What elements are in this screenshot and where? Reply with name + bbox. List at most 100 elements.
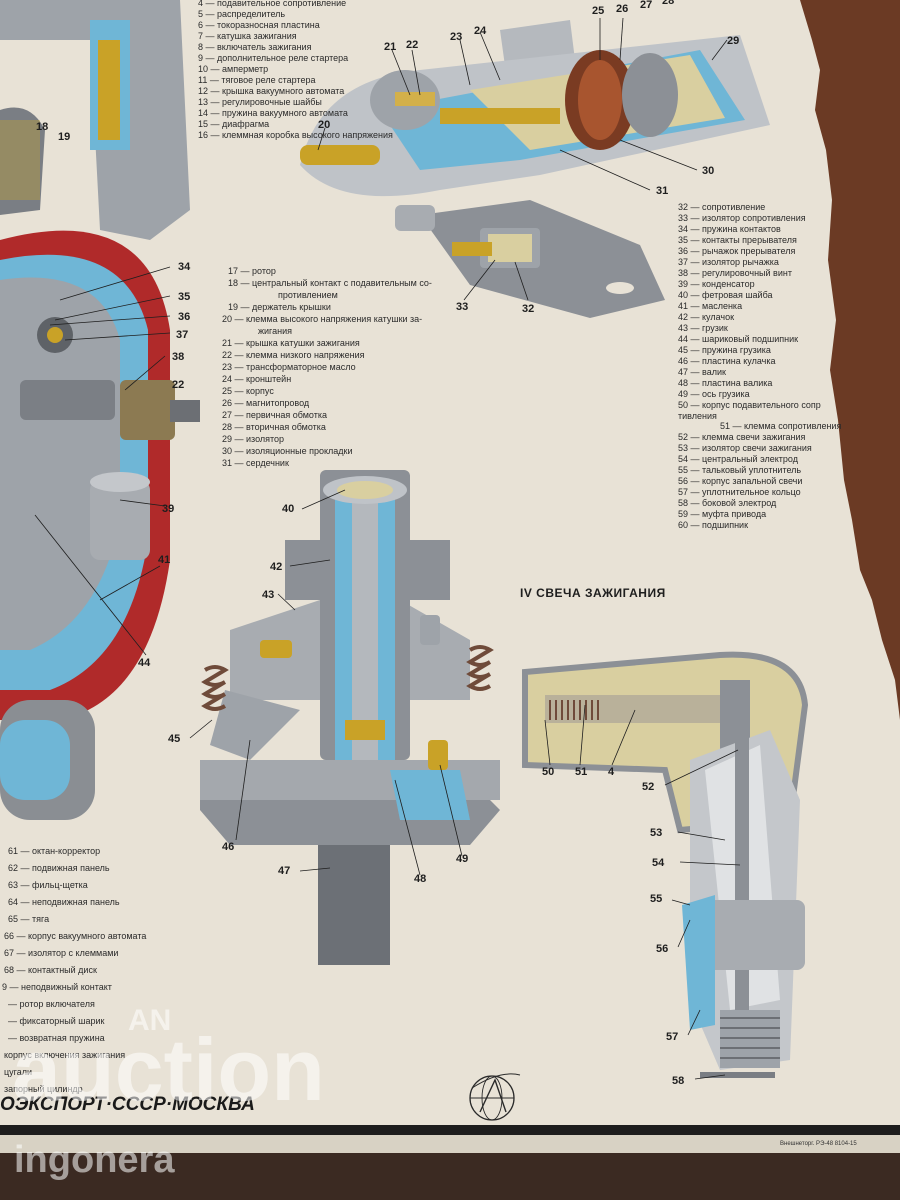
legend-item: 67 — изолятор с клеммами (4, 948, 118, 958)
legend-item: 13 — регулировочные шайбы (198, 97, 322, 107)
callout-number: 46 (222, 841, 234, 853)
legend-item: 59 — муфта привода (678, 509, 766, 519)
legend-item: 20 — клемма высокого напряжения катушки … (222, 314, 422, 324)
legend-item: 6 — токоразносная пластина (198, 20, 320, 30)
legend-item: 58 — боковой электрод (678, 498, 777, 508)
legend-top: 4 — подавительное сопротивление 5 — расп… (198, 0, 393, 140)
legend-item: 21 — крышка катушки зажигания (222, 338, 360, 348)
callout-number: 44 (138, 657, 151, 669)
legend-item: 24 — кронштейн (222, 374, 291, 384)
callout-number: 31 (656, 185, 668, 197)
legend-item: 11 — тяговое реле стартера (198, 75, 315, 85)
legend-item: 30 — изоляционные прокладки (222, 446, 353, 456)
legend-item: 9 — неподвижный контакт (2, 982, 112, 992)
legend-item: 35 — контакты прерывателя (678, 235, 797, 245)
callout-number: 40 (282, 503, 294, 515)
legend-item: — возвратная пружина (8, 1033, 105, 1043)
callout-number: 25 (592, 5, 604, 17)
watermark-line: ingonera (14, 1139, 175, 1181)
callout-number: 55 (650, 893, 662, 905)
legend-right: 32 — сопротивление 33 — изолятор сопроти… (678, 202, 841, 530)
legend-item: 44 — шариковый подшипник (678, 334, 798, 344)
callout-number: 24 (474, 25, 487, 37)
legend-item: 38 — регулировочный винт (678, 268, 792, 278)
callout-number: 50 (542, 766, 554, 778)
callout-number: 22 (406, 39, 418, 51)
callout-number: 53 (650, 827, 662, 839)
ignition-coil-illustration (300, 20, 770, 318)
legend-item: 23 — трансформаторное масло (222, 362, 356, 372)
legend-item: 52 — клемма свечи зажигания (678, 432, 806, 442)
legend-item: 28 — вторичная обмотка (222, 422, 326, 432)
legend-item: 25 — корпус (222, 386, 274, 396)
legend-item: 8 — включатель зажигания (198, 42, 312, 52)
callout-number: 27 (640, 0, 652, 11)
callout-number: 37 (176, 329, 188, 341)
legend-item: 41 — масленка (678, 301, 742, 311)
legend-item: 65 — тяга (8, 914, 49, 924)
legend-item: 53 — изолятор свечи зажигания (678, 443, 812, 453)
callout-number: 48 (414, 873, 426, 885)
callout-number: 4 (608, 766, 615, 778)
callout-number: 58 (672, 1075, 684, 1087)
callout-number: 54 (652, 857, 665, 869)
callout-number: 18 (36, 121, 48, 133)
callout-number: 49 (456, 853, 468, 865)
callout-number: 47 (278, 865, 290, 877)
legend-item: 12 — крышка вакуумного автомата (198, 86, 344, 96)
cam-assembly-illustration (200, 470, 500, 965)
legend-item: тивления (678, 411, 717, 421)
legend-item: 16 — клеммная коробка высокого напряжени… (198, 130, 393, 140)
legend-item: 66 — корпус вакуумного автомата (4, 931, 146, 941)
watermark-line: auction (12, 1020, 325, 1119)
legend-item: 39 — конденсатор (678, 279, 755, 289)
callout-number: 43 (262, 589, 274, 601)
legend-item: 55 — тальковый уплотнитель (678, 465, 801, 475)
legend-item: 49 — ось грузика (678, 389, 750, 399)
legend-item: 29 — изолятор (222, 434, 284, 444)
legend-item: 22 — клемма низкого напряжения (222, 350, 365, 360)
legend-item: 51 — клемма сопротивления (720, 421, 841, 431)
legend-item: 56 — корпус запальной свечи (678, 476, 802, 486)
legend-item: 26 — магнитопровод (222, 398, 310, 408)
legend-item: 4 — подавительное сопротивление (198, 0, 346, 8)
legend-item: 27 — первичная обмотка (222, 410, 327, 420)
globe-logo-icon (469, 1073, 521, 1121)
legend-item: 5 — распределитель (198, 9, 285, 19)
legend-item: 34 — пружина контактов (678, 224, 781, 234)
callout-number: 56 (656, 943, 668, 955)
callout-number: 32 (522, 303, 534, 315)
callout-number: 29 (727, 35, 739, 47)
auction-watermark: AN auction ingonera (12, 1004, 325, 1181)
legend-item: запорный цилиндр (4, 1084, 83, 1094)
legend-bottom: 61 — октан-корректор 62 — подвижная пане… (2, 846, 146, 1094)
callout-number: 38 (172, 351, 184, 363)
callout-number: 28 (662, 0, 674, 7)
publisher-imprint: ОЭКСПОРТ·СССР·МОСКВА (0, 1094, 255, 1115)
callout-number: 23 (450, 31, 462, 43)
callout-number: 45 (168, 733, 180, 745)
legend-item: 68 — контактный диск (4, 965, 97, 975)
callout-number: 51 (575, 766, 587, 778)
legend-item: жигания (258, 326, 292, 336)
callout-number: 34 (178, 261, 191, 273)
callout-number: 30 (702, 165, 714, 177)
callout-number: 36 (178, 311, 190, 323)
legend-item: 19 — держатель крышки (228, 302, 331, 312)
legend-item: 15 — диафрагма (198, 119, 269, 129)
legend-item: 31 — сердечник (222, 458, 289, 468)
legend-item: 60 — подшипник (678, 520, 748, 530)
callout-number: 57 (666, 1031, 678, 1043)
legend-item: 40 — фетровая шайба (678, 290, 773, 300)
legend-item: 7 — катушка зажигания (198, 31, 297, 41)
legend-item: 18 — центральный контакт с подавительным… (228, 278, 432, 288)
leader-lines (34, 17, 741, 1080)
legend-item: 45 — пружина грузика (678, 345, 771, 355)
callout-number: 21 (384, 41, 396, 53)
section-title: IV СВЕЧА ЗАЖИГАНИЯ (520, 586, 666, 600)
legend-item: 43 — грузик (678, 323, 728, 333)
legend-item: — ротор включателя (8, 999, 95, 1009)
legend-item: 57 — уплотнительное кольцо (678, 487, 801, 497)
legend-item: 33 — изолятор сопротивления (678, 213, 806, 223)
